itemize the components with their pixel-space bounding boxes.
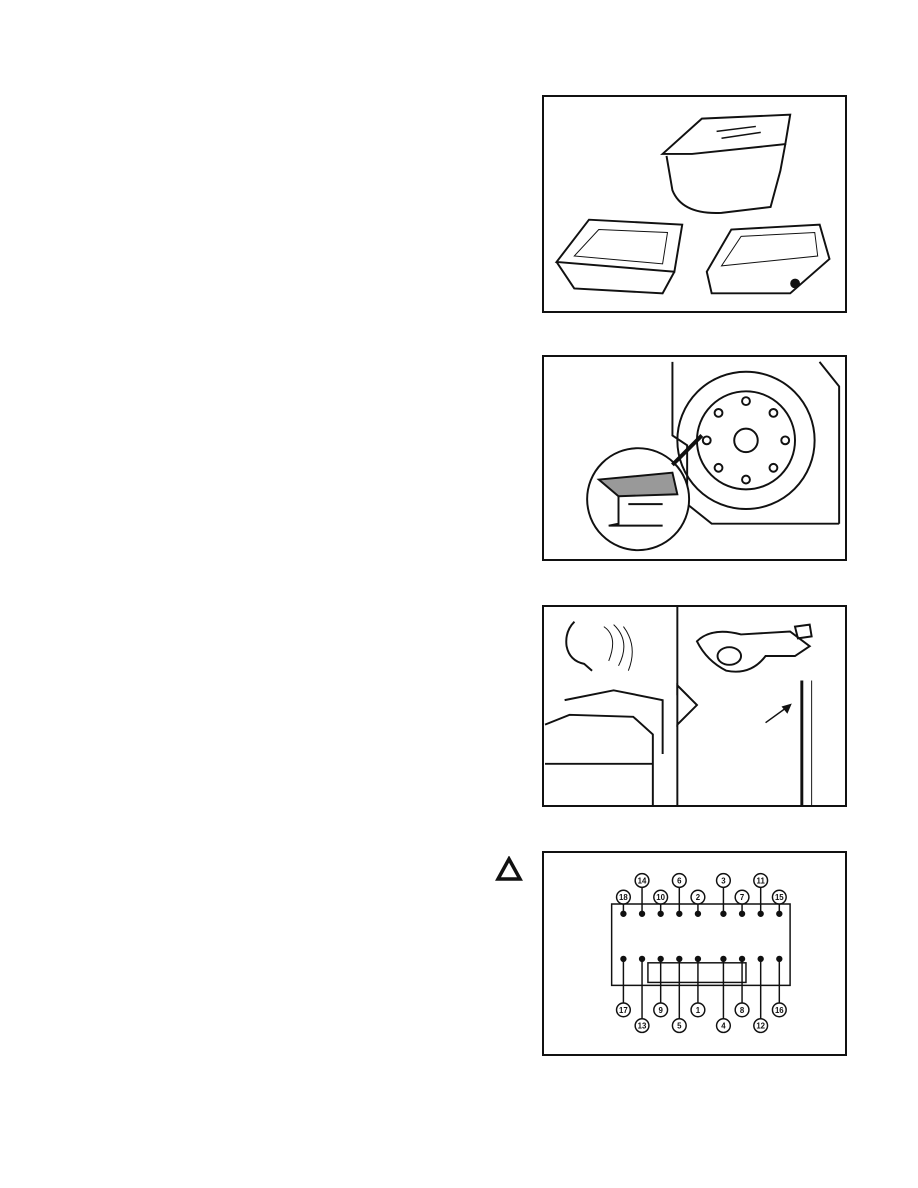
bolt-number: 17 <box>619 1006 628 1015</box>
bolt-callout-bottom-1: 13 <box>634 955 650 1034</box>
bolt-number: 10 <box>656 893 665 902</box>
bolt-number: 3 <box>721 876 726 885</box>
bolt-number: 16 <box>775 1006 784 1015</box>
seal-housing-illustration <box>586 361 841 552</box>
bolt-callout-top-0: 18 <box>615 889 632 917</box>
bolt-callout-top-1: 14 <box>634 872 650 917</box>
bolt-number: 13 <box>638 1022 647 1031</box>
bolt-number: 6 <box>677 876 682 885</box>
figure-oil-pans <box>542 95 847 313</box>
bolt-number: 18 <box>619 893 628 902</box>
bolt-callout-top-4: 2 <box>690 889 706 917</box>
bolt-callout-bottom-0: 17 <box>615 955 632 1018</box>
bolt-number: 11 <box>757 876 766 885</box>
bolt-number: 2 <box>696 893 701 902</box>
bolt-callout-top-8: 15 <box>771 889 787 917</box>
bolt-callout-bottom-7: 12 <box>753 955 769 1034</box>
caution-triangle-icon <box>495 855 523 882</box>
bolt-callout-bottom-3: 5 <box>671 955 687 1034</box>
bolt-number: 7 <box>740 893 745 902</box>
bolt-callout-top-6: 7 <box>734 889 750 917</box>
bolt-callout-top-2: 10 <box>653 889 669 917</box>
bolt-callout-bottom-2: 9 <box>653 955 669 1018</box>
bolt-number: 1 <box>696 1006 701 1015</box>
bolt-callout-bottom-8: 16 <box>771 955 787 1018</box>
bolt-number: 5 <box>677 1022 682 1031</box>
bolt-callout-top-3: 6 <box>671 872 687 917</box>
oil-pans-illustration <box>554 113 831 295</box>
figure-rocker-arm-check <box>542 605 847 807</box>
bolt-number: 14 <box>638 876 647 885</box>
rocker-arm-illustration <box>544 607 813 805</box>
bolt-number: 9 <box>658 1006 663 1015</box>
bolt-callout-bottom-4: 1 <box>690 955 706 1018</box>
bolt-callout-top-5: 3 <box>715 872 732 917</box>
bolt-callout-bottom-6: 8 <box>734 955 750 1018</box>
figure-rear-seal-housing <box>542 355 847 561</box>
bolt-number: 15 <box>775 893 784 902</box>
bolt-number: 12 <box>756 1022 765 1031</box>
bolt-callout-bottom-5: 4 <box>715 955 732 1034</box>
bolt-number: 4 <box>721 1022 726 1031</box>
bolt-callout-top-7: 11 <box>753 872 769 917</box>
bolt-number: 8 <box>740 1006 745 1015</box>
